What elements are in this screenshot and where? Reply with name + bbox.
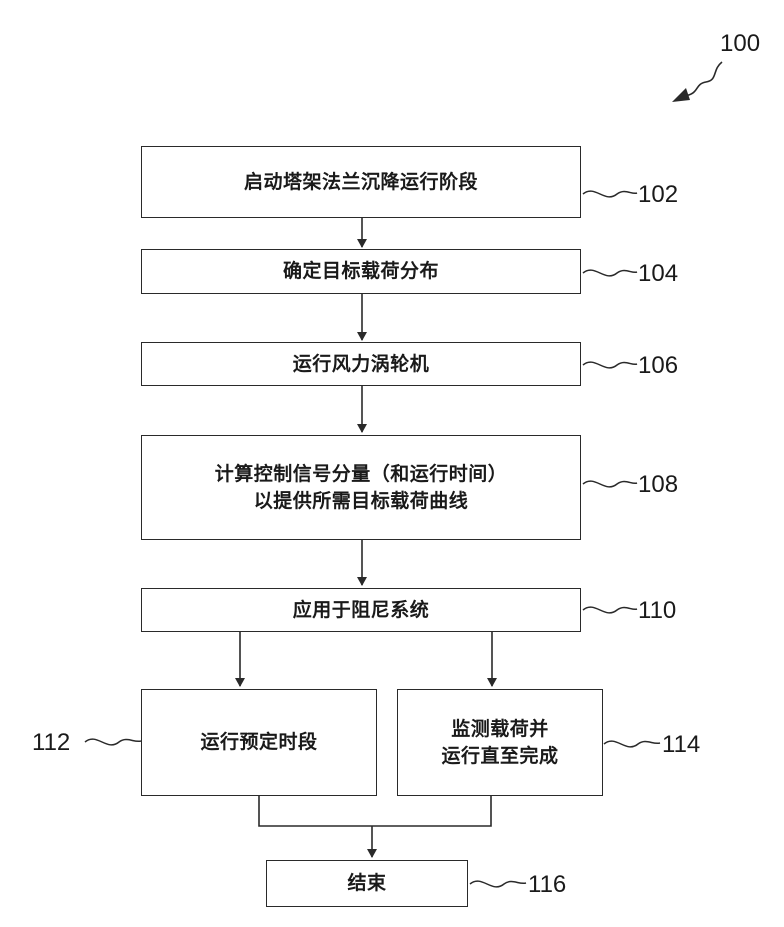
leader-116 (470, 881, 526, 887)
step-104-box: 确定目标载荷分布 (141, 249, 581, 294)
leader-104 (583, 270, 637, 276)
ref-102: 102 (638, 181, 678, 209)
step-102-box: 启动塔架法兰沉降运行阶段 (141, 146, 581, 218)
step-110-box: 应用于阻尼系统 (141, 588, 581, 632)
step-112-box: 运行预定时段 (141, 689, 377, 796)
leader-114 (604, 741, 660, 747)
step-114-text-line-2: 运行直至完成 (441, 743, 558, 770)
step-108-box: 计算控制信号分量（和运行时间） 以提供所需目标载荷曲线 (141, 435, 581, 540)
step-116-text: 结束 (347, 870, 386, 897)
ref-116: 116 (528, 871, 566, 899)
step-114-text-line-1: 监测载荷并 (451, 716, 549, 743)
ref-110: 110 (638, 597, 676, 625)
leader-106 (583, 362, 637, 368)
step-106-box: 运行风力涡轮机 (141, 342, 581, 386)
step-108-text-line-2: 以提供所需目标载荷曲线 (254, 488, 469, 515)
ref-106: 106 (638, 352, 678, 380)
figure-pointer-arrow (684, 62, 722, 96)
figure-number-label: 100 (720, 30, 760, 58)
ref-104: 104 (638, 260, 678, 288)
ref-112: 112 (32, 729, 70, 757)
step-106-text: 运行风力涡轮机 (293, 351, 430, 378)
step-110-text: 应用于阻尼系统 (293, 597, 430, 624)
leader-108 (583, 481, 637, 487)
ref-114: 114 (662, 731, 700, 759)
step-112-text: 运行预定时段 (200, 729, 317, 756)
merge-connector (259, 796, 491, 826)
step-104-text: 确定目标载荷分布 (283, 258, 439, 285)
ref-108: 108 (638, 471, 678, 499)
leader-112 (85, 739, 141, 745)
step-102-text: 启动塔架法兰沉降运行阶段 (244, 169, 478, 196)
step-108-text-line-1: 计算控制信号分量（和运行时间） (215, 461, 508, 488)
leader-110 (583, 607, 637, 613)
figure-pointer-arrowhead (672, 88, 690, 102)
step-116-box: 结束 (266, 860, 468, 907)
step-114-box: 监测载荷并 运行直至完成 (397, 689, 603, 796)
leader-102 (583, 191, 637, 197)
